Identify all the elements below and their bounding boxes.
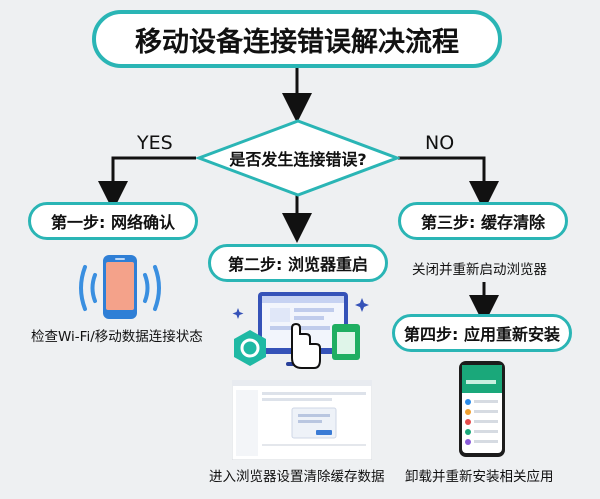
decision-text: 是否发生连接错误? [229,150,367,169]
step2-box: 第二步: 浏览器重启 [208,244,388,282]
step1-box: 第一步: 网络确认 [28,202,198,240]
browser-refresh-icon [232,292,369,369]
step3-box: 第三步: 缓存清除 [398,202,568,240]
flow-title: 移动设备连接错误解决流程 [92,10,502,68]
step4-caption: 卸载并重新安装相关应用 [405,469,554,485]
step2-caption: 进入浏览器设置清除缓存数据 [209,469,385,485]
browser-settings-screenshot [232,380,372,460]
no-label: NO [425,132,455,154]
yes-label: YES [137,132,173,154]
step3-caption: 关闭并重新启动浏览器 [412,262,547,278]
step1-caption: 检查Wi-Fi/移动数据连接状态 [31,329,203,345]
arrow-yes-branch [98,156,196,211]
app-phone-screenshot [459,361,505,457]
decision-diamond [196,119,400,197]
smartphone-signal-icon [79,255,161,319]
arrow-no-branch [398,156,499,211]
step4-box: 第四步: 应用重新安装 [392,314,572,352]
